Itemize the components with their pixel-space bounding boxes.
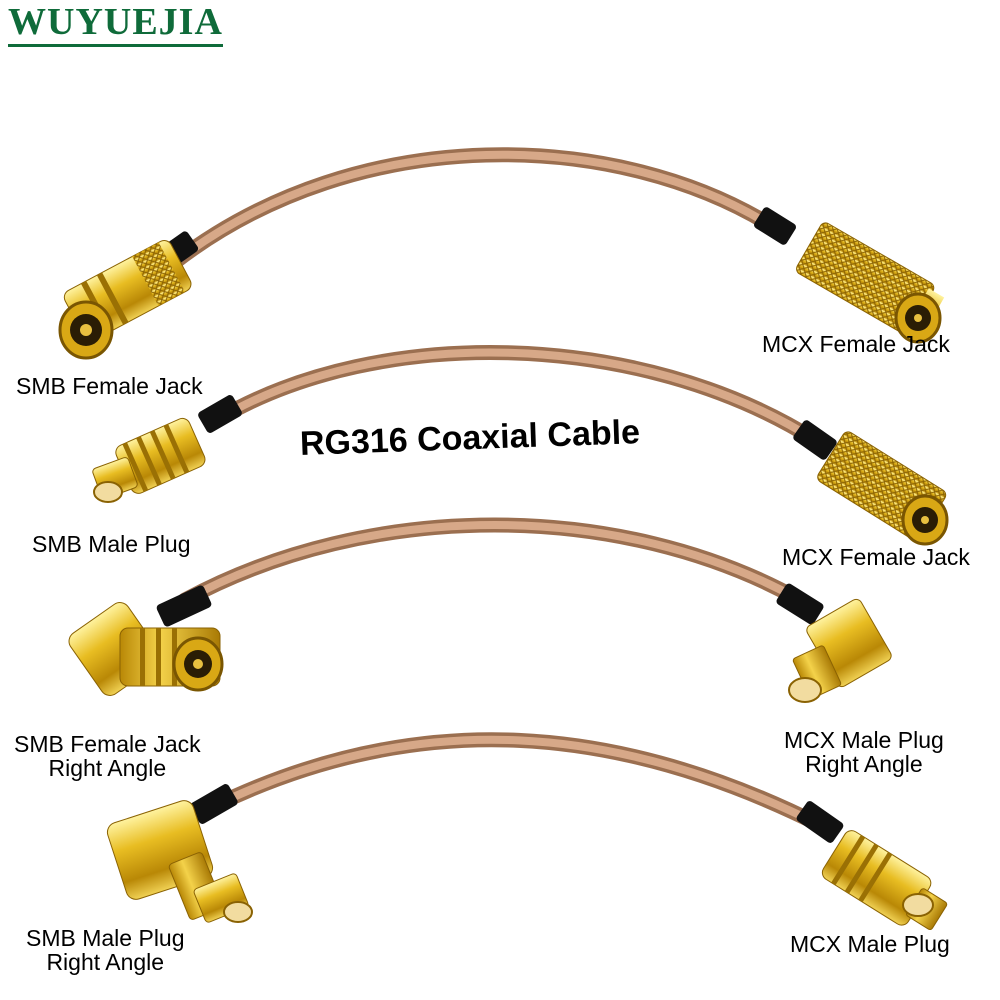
label-line-1: SMB Male Plug bbox=[26, 925, 185, 951]
brand-logo: WUYUEJIA bbox=[8, 2, 223, 47]
label-mcx-male-plug: MCX Male Plug bbox=[790, 931, 950, 957]
label-mcx-female-jack-2: MCX Female Jack bbox=[782, 544, 970, 570]
label-line-2: Right Angle bbox=[46, 949, 165, 975]
label-smb-male-plug-right-angle: SMB Male Plug Right Angle bbox=[26, 926, 185, 974]
smb-male-plug-right-angle-connector bbox=[106, 800, 253, 923]
boot-right-2 bbox=[793, 420, 837, 460]
label-mcx-male-plug-right-angle: MCX Male Plug Right Angle bbox=[784, 728, 944, 776]
mcx-male-plug-right-angle-connector bbox=[788, 598, 892, 703]
cable-assembly-3 bbox=[68, 517, 892, 703]
boot-left-3 bbox=[156, 585, 212, 627]
label-line-1: MCX Male Plug bbox=[784, 727, 944, 753]
label-smb-female-jack-right-angle: SMB Female Jack Right Angle bbox=[14, 732, 201, 780]
cable-assembly-4 bbox=[106, 732, 948, 931]
boot-right-1 bbox=[754, 207, 796, 245]
boot-left-4 bbox=[190, 784, 238, 824]
label-line-2: Right Angle bbox=[48, 755, 167, 781]
label-smb-female-jack: SMB Female Jack bbox=[16, 373, 203, 399]
smb-female-jack-right-angle-connector bbox=[68, 602, 224, 696]
label-line-2: Right Angle bbox=[805, 751, 923, 777]
cable-assembly-1 bbox=[58, 147, 945, 360]
mcx-male-plug-connector bbox=[821, 830, 948, 931]
label-smb-male-plug: SMB Male Plug bbox=[32, 531, 191, 557]
label-mcx-female-jack: MCX Female Jack bbox=[762, 331, 950, 357]
boot-right-4 bbox=[796, 801, 844, 843]
boot-left-2 bbox=[198, 395, 242, 433]
smb-male-plug-connector bbox=[115, 417, 206, 494]
boot-right-3 bbox=[776, 583, 824, 625]
label-line-1: SMB Female Jack bbox=[14, 731, 201, 757]
cable-assembly-2 bbox=[92, 345, 949, 546]
